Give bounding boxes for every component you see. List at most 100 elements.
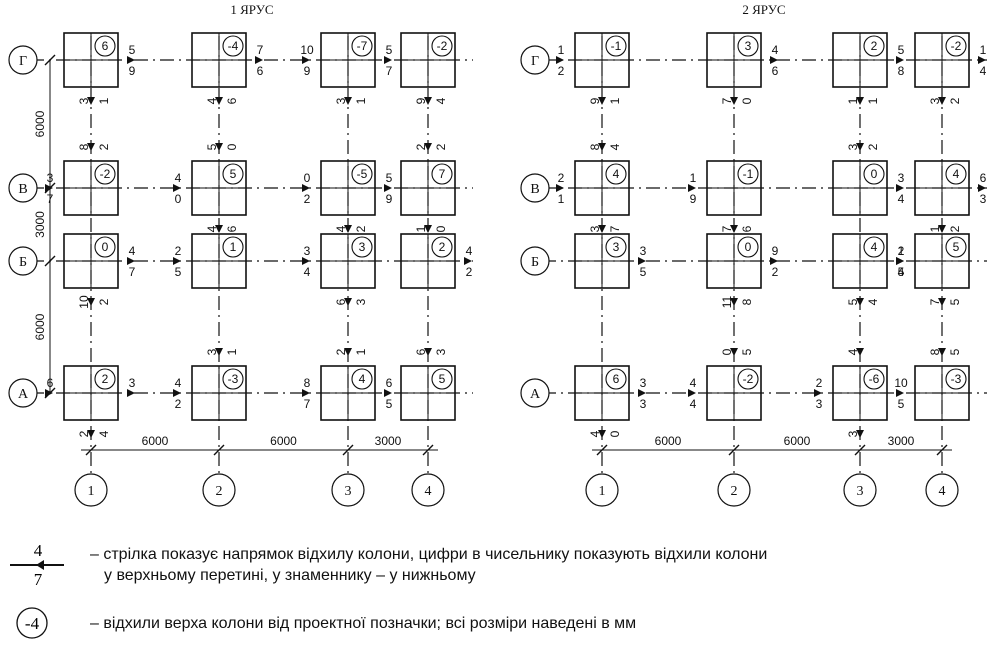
deviation-value: 7	[928, 298, 942, 305]
deviation-bottom-value: 7	[304, 397, 311, 411]
deviation-badge: 3	[613, 240, 620, 254]
deviation-badge-icon	[605, 368, 627, 390]
row-axis-marker	[520, 173, 550, 203]
deviation-arrow-icon	[87, 430, 95, 438]
deviation-value: 2	[97, 298, 111, 305]
deviation-value: 5	[740, 348, 754, 355]
deviation-arrow-icon	[127, 56, 135, 64]
deviation-top-value: 4	[772, 43, 779, 57]
deviation-bottom-value: 4	[690, 397, 697, 411]
deviation-badge-icon	[863, 163, 885, 185]
deviation-badge-icon	[737, 35, 759, 57]
deviation-value: 6	[225, 225, 239, 232]
deviation-badge-icon	[945, 163, 967, 185]
deviation-badge: 4	[613, 167, 620, 181]
deviation-top-value: 2	[175, 244, 182, 258]
legend-arrow-text-1: – стрілка показує напрямок відхилу колон…	[90, 546, 768, 563]
row-axis-label: В	[530, 182, 539, 197]
deviation-badge-icon: -4	[16, 607, 48, 639]
deviation-value: 2	[77, 430, 91, 437]
deviation-badge: 0	[102, 240, 109, 254]
row-axis-marker	[8, 173, 38, 203]
deviation-value: 7	[720, 97, 734, 104]
deviation-top-value: 2	[558, 171, 565, 185]
deviation-arrow-icon	[344, 298, 352, 306]
deviation-badge: 4	[359, 372, 366, 386]
deviation-arrow-icon	[384, 56, 392, 64]
deviation-top-value: 0	[304, 171, 311, 185]
deviation-arrow-icon	[302, 184, 310, 192]
deviation-badge-icon	[351, 236, 373, 258]
deviation-arrow-icon	[896, 56, 904, 64]
deviation-top-value: 8	[304, 376, 311, 390]
deviation-value: 10	[77, 295, 91, 309]
deviation-arrow-icon	[598, 430, 606, 438]
deviation-value: 2	[354, 225, 368, 232]
deviation-badge: 0	[871, 167, 878, 181]
deviation-value: 0	[720, 348, 734, 355]
span-label-y: 3000	[33, 211, 47, 238]
row-axis-label: Б	[19, 255, 27, 270]
deviation-arrow-icon	[856, 97, 864, 105]
deviation-arrow-icon	[424, 97, 432, 105]
legend-arrow-row: 4 7 – стрілка показує напрямок відхилу к…	[8, 540, 767, 590]
col-axis-marker	[843, 473, 877, 507]
col-axis-label: 2	[731, 484, 738, 499]
deviation-value: 1	[928, 225, 942, 232]
deviation-bottom-value: 6	[257, 64, 264, 78]
deviation-arrow-icon	[344, 97, 352, 105]
deviation-badge: -7	[357, 39, 368, 53]
deviation-bottom-value: 5	[898, 265, 905, 279]
col-axis-marker	[925, 473, 959, 507]
deviation-top-value: 4	[466, 244, 473, 258]
deviation-badge-icon	[945, 35, 967, 57]
deviation-arrow-icon	[938, 225, 946, 233]
deviation-top-value: 10	[894, 376, 908, 390]
deviation-arrow-icon: 4 7	[10, 541, 64, 589]
deviation-bottom-value: 5	[640, 265, 647, 279]
deviation-value: 1	[97, 97, 111, 104]
dimension-tick	[85, 444, 97, 456]
column-section: 3 3 5	[574, 233, 647, 289]
deviation-arrow-icon	[215, 97, 223, 105]
deviation-top-value: 5	[129, 43, 136, 57]
tier-title: 2 ЯРУС	[742, 2, 785, 17]
deviation-arrow-icon	[688, 389, 696, 397]
deviation-badge-icon	[351, 368, 373, 390]
legend: 4 7 – стрілка показує напрямок відхилу к…	[0, 530, 996, 648]
deviation-arrow-icon	[978, 56, 986, 64]
deviation-top-value: 1	[558, 43, 565, 57]
deviation-bottom-value: 2	[466, 265, 473, 279]
deviation-top-value: 5	[386, 43, 393, 57]
deviation-badge: -2	[100, 167, 111, 181]
deviation-value: 5	[846, 298, 860, 305]
col-axis-marker	[585, 473, 619, 507]
deviation-badge: -4	[228, 39, 239, 53]
deviation-bottom-value: 3	[980, 192, 987, 206]
legend-badge-row: -4 – відхили верха колони від проектної …	[14, 606, 636, 640]
deviation-value: 3	[77, 97, 91, 104]
deviation-badge-icon	[431, 35, 453, 57]
deviation-value: 2	[434, 143, 448, 150]
row-axis-label: Г	[531, 54, 539, 69]
deviation-badge: 2	[871, 39, 878, 53]
deviation-bottom-value: 0	[175, 192, 182, 206]
deviation-value: 8	[588, 143, 602, 150]
deviation-arrow-icon	[344, 225, 352, 233]
deviation-badge-icon	[737, 236, 759, 258]
deviation-value: 1	[866, 97, 880, 104]
deviation-arrow-icon	[424, 225, 432, 233]
deviation-top-value: 3	[640, 244, 647, 258]
deviation-bottom-value: 2	[304, 192, 311, 206]
deviation-badge: -2	[951, 39, 962, 53]
deviation-badge: 6	[102, 39, 109, 53]
deviation-badge: -1	[743, 167, 754, 181]
legend-arrow-text-2: у верхньому перетині, у знаменнику – у н…	[104, 567, 476, 584]
